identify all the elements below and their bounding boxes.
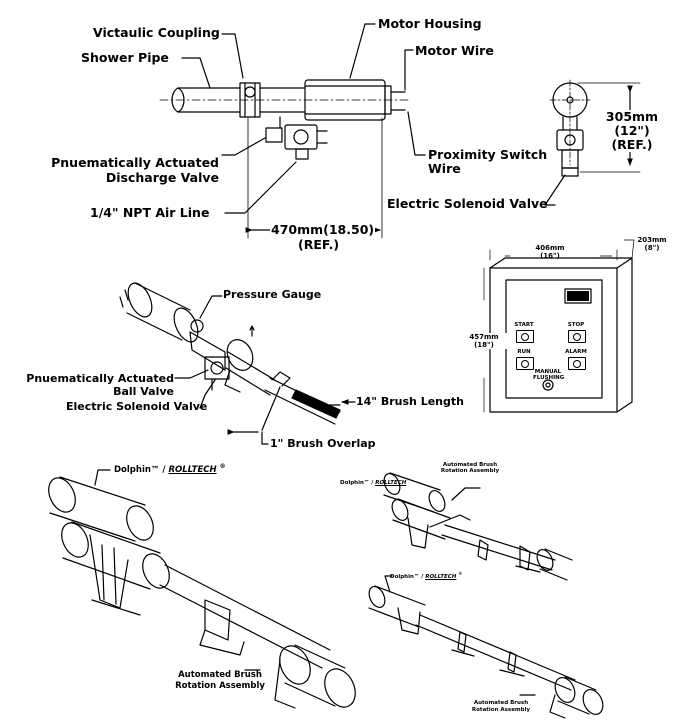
rolltech-brand: ROLLTECH — [425, 573, 457, 580]
middle-leaders — [174, 295, 356, 445]
ball-valve-label-line1: Pnuematically Actuated — [26, 372, 174, 385]
motor-wire-label: Motor Wire — [415, 43, 494, 58]
registered-mark: ® — [219, 463, 226, 470]
panel-depth-in: (8") — [644, 244, 660, 252]
pressure-gauge-label: Pressure Gauge — [223, 288, 322, 301]
stop-button-label: STOP — [567, 322, 585, 328]
ball-valve-label-line2: Ball Valve — [113, 385, 174, 398]
manual-flushing-label-line1: MANUAL — [534, 369, 562, 375]
alarm-light — [568, 357, 586, 370]
rotation-assembly-top-right-line2: Rotation Assembly — [440, 468, 500, 474]
manual-flushing-label-line2: FLUSHING — [533, 375, 565, 381]
brush-length-label: 14" Brush Length — [356, 395, 464, 408]
rolltech-brand: ROLLTECH — [375, 480, 407, 486]
panel-width-in: (16") — [540, 252, 560, 260]
height-dimension-label: 305mm — [601, 109, 663, 125]
discharge-valve-label-line2: Discharge Valve — [105, 170, 219, 185]
dolphin-text: Dolphin™ / — [114, 464, 166, 475]
air-line-label: 1/4" NPT Air Line — [90, 205, 210, 220]
panel-depth-mm: 203mm — [637, 236, 667, 244]
end-view — [544, 79, 641, 206]
brush-assembly-iso-small-bottom — [368, 575, 604, 719]
panel-height-in: (18") — [459, 341, 509, 350]
victaulic-coupling-label: Victaulic Coupling — [93, 25, 220, 40]
dolphin-text: Dolphin™ / — [340, 480, 374, 486]
panel-width-mm: 406mm — [535, 244, 565, 252]
length-dimension-label: 470mm(18.50) — [270, 222, 376, 238]
proximity-switch-label-line2: Wire — [428, 161, 461, 176]
rolltech-brand: ROLLTECH — [168, 464, 217, 475]
dolphin-label-bottom-right: Dolphin™ / ROLLTECH ® — [390, 571, 463, 580]
dolphin-label-top-right: Dolphin™ / ROLLTECH — [340, 480, 406, 486]
brush-assembly-iso-large — [48, 469, 356, 709]
run-light — [516, 357, 534, 370]
discharge-valve-label-line1: Pnuematically Actuated — [51, 155, 219, 170]
rotation-assembly-top-right-line1: Automated Brush — [442, 462, 498, 468]
rotation-assembly-bottom-right-line1: Automated Brush — [473, 700, 529, 706]
start-button — [516, 330, 534, 343]
stop-button — [568, 330, 586, 343]
solenoid-valve-top-label: Electric Solenoid Valve — [387, 196, 548, 211]
shower-pipe-label: Shower Pipe — [81, 50, 169, 65]
solenoid-valve-mid-label: Electric Solenoid Valve — [66, 400, 208, 413]
panel-height-mm: 457mm — [459, 333, 509, 342]
proximity-switch-label-line1: Proximity Switch — [428, 147, 548, 162]
length-dimension-ref-label: (REF.) — [298, 237, 340, 252]
brush-assembly-iso-small-top — [383, 472, 573, 581]
height-dimension-ref-label: (REF.) — [601, 137, 663, 153]
motor-housing-label: Motor Housing — [378, 16, 482, 31]
brush-assembly-iso — [119, 282, 341, 435]
rotation-assembly-left-line1: Automated Brush — [178, 670, 262, 680]
control-panel-enclosure — [483, 239, 635, 413]
dolphin-label-left: Dolphin™ / ROLLTECH ® — [114, 463, 226, 476]
shower-pipe-side-view — [159, 79, 411, 239]
start-button-label: START — [514, 322, 534, 328]
alarm-light-label: ALARM — [565, 349, 587, 355]
rotation-assembly-bottom-right-line2: Rotation Assembly — [471, 707, 531, 713]
top-leaders — [181, 23, 426, 214]
rotation-assembly-left-line2: Rotation Assembly — [175, 681, 265, 691]
brush-overlap-label: 1" Brush Overlap — [270, 437, 376, 450]
registered-mark: ® — [458, 571, 463, 576]
height-dimension-inch-label: (12") — [601, 123, 663, 139]
run-light-label: RUN — [517, 349, 531, 355]
dolphin-text: Dolphin™ / — [390, 573, 424, 580]
